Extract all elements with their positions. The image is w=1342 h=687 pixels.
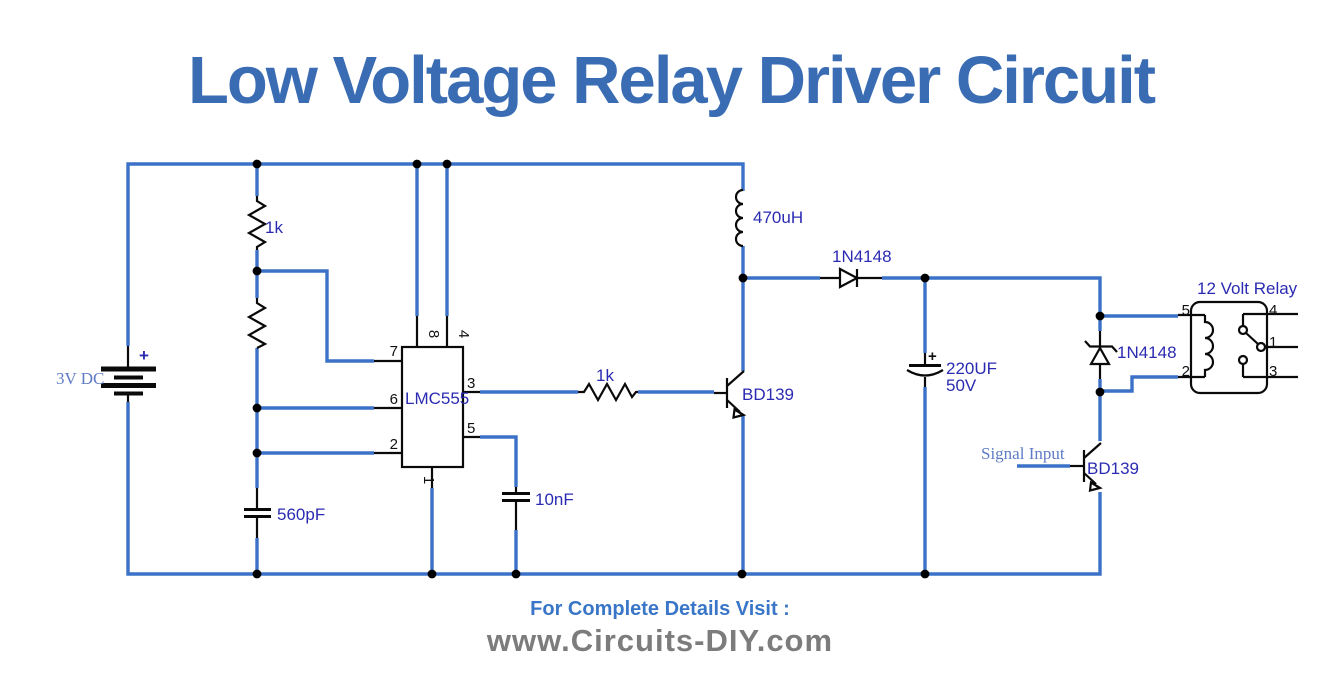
junction-dot <box>412 159 422 169</box>
cap3-value: 220UF <box>946 359 997 378</box>
battery-plus-label: + <box>139 346 149 365</box>
relay-pin3-label: 3 <box>1269 363 1277 380</box>
junction-dot <box>738 273 748 283</box>
timer-ic-lmc555: LMC555 7 6 2 3 5 8 4 1 <box>374 316 480 488</box>
q1-collector <box>726 370 745 387</box>
q2-emitter-arrow <box>1088 480 1103 492</box>
junction-dot <box>920 569 930 579</box>
resistor-rbase-zigzag <box>578 381 638 403</box>
junction-dot <box>252 403 262 413</box>
relay-contact-circle-nc <box>1237 354 1249 366</box>
ic-name-label: LMC555 <box>405 389 469 408</box>
capacitor-10nf: 10nF <box>502 487 574 530</box>
resistor-r2-zigzag <box>246 298 268 349</box>
footer-website-url: www.Circuits-DIY.com <box>486 623 834 658</box>
resistor-r2 <box>246 298 268 349</box>
wire-relay-pin2-jog <box>1100 375 1178 393</box>
cap3-plus-label: + <box>928 348 937 365</box>
d1-triangle <box>838 267 860 289</box>
d2-triangle <box>1089 345 1111 366</box>
junction-dot <box>1095 387 1105 397</box>
relay-12v: 12 Volt Relay 5 2 4 1 3 <box>1178 279 1298 395</box>
relay-pin5-label: 5 <box>1182 302 1190 319</box>
junction-dot <box>252 569 262 579</box>
ic-pin3-label: 3 <box>467 375 475 392</box>
wires <box>126 162 1178 576</box>
relay-contact-lines <box>1241 312 1298 379</box>
junction-dot <box>737 569 747 579</box>
ic-pin7-label: 7 <box>390 343 398 360</box>
ic-pin2-label: 2 <box>390 436 398 453</box>
ic-body <box>400 345 465 469</box>
d2-value: 1N4148 <box>1117 343 1177 362</box>
relay-coil-stubs <box>1178 313 1205 379</box>
cap2-plates <box>502 491 530 503</box>
transistor-q1: BD139 <box>714 370 794 419</box>
q1-emitter <box>726 399 741 413</box>
resistor-r-base: 1k <box>578 366 638 403</box>
ic-pin1-label: 1 <box>420 476 437 484</box>
relay-pin2-label: 2 <box>1182 363 1190 380</box>
resistor-r1: 1k <box>246 196 283 250</box>
d1-value: 1N4148 <box>832 247 892 266</box>
junction-dot <box>920 273 930 283</box>
signal-input-label: Signal Input <box>981 444 1065 463</box>
wire-top-rail <box>126 162 745 346</box>
ic-pin6-label: 6 <box>390 391 398 408</box>
cap1-plates <box>244 507 271 519</box>
cap1-value: 560pF <box>277 505 325 524</box>
cap3-voltage: 50V <box>946 376 977 395</box>
q2-emitter <box>1083 472 1097 485</box>
ic-pin4-label: 4 <box>455 330 472 338</box>
junction-dot <box>1095 311 1105 321</box>
junction-dot <box>252 266 262 276</box>
relay-coil <box>1203 315 1215 377</box>
footer-visit-text: For Complete Details Visit : <box>530 598 790 620</box>
inductor-470uh: 470uH <box>734 188 803 248</box>
transistor-q2: BD139 <box>1070 442 1139 492</box>
resistor-rbase-value: 1k <box>596 366 614 385</box>
wire-pin7-branch <box>257 269 374 363</box>
footer: For Complete Details Visit : www.Circuit… <box>0 598 1320 659</box>
relay-name-label: 12 Volt Relay <box>1197 279 1298 298</box>
diode-d1: 1N4148 <box>820 247 892 289</box>
ic-pin-stubs <box>374 316 480 488</box>
junction-dot <box>511 569 521 579</box>
junction-dot <box>252 159 262 169</box>
relay-pin4-label: 4 <box>1269 302 1277 319</box>
capacitor-220uf: + 220UF 50V <box>906 348 997 395</box>
junction-dots <box>252 159 1105 579</box>
cap3-plate-curved <box>906 369 944 377</box>
battery-3v: + 3V DC <box>56 346 156 402</box>
q1-emitter-arrow <box>732 407 747 419</box>
battery-value-label: 3V DC <box>56 369 104 388</box>
q1-label: BD139 <box>742 385 794 404</box>
page-title: Low Voltage Relay Driver Circuit <box>187 43 1156 118</box>
wire-bottom-rail <box>126 402 1102 576</box>
ic-pin8-label: 8 <box>425 330 442 338</box>
inductor-value: 470uH <box>753 208 803 227</box>
q2-label: BD139 <box>1087 459 1139 478</box>
junction-dot <box>442 159 452 169</box>
relay-pin1-label: 1 <box>1269 334 1277 351</box>
q2-collector <box>1083 442 1102 459</box>
wire-pin5-out <box>480 435 518 574</box>
cap2-value: 10nF <box>535 490 574 509</box>
junction-dot <box>427 569 437 579</box>
resistor-r1-zigzag <box>246 196 268 250</box>
relay-contact-circle-no <box>1237 324 1249 336</box>
resistor-r1-value: 1k <box>265 218 283 237</box>
capacitor-560pf: 560pF <box>244 488 325 538</box>
relay-contact-circle-com <box>1255 341 1267 353</box>
diode-d2: 1N4148 <box>1084 331 1177 379</box>
d2-bar-wings <box>1084 340 1118 353</box>
ic-pin5-label: 5 <box>467 420 475 437</box>
wire-boost-node <box>741 246 1102 316</box>
inductor-coil <box>734 188 744 248</box>
junction-dot <box>252 448 262 458</box>
